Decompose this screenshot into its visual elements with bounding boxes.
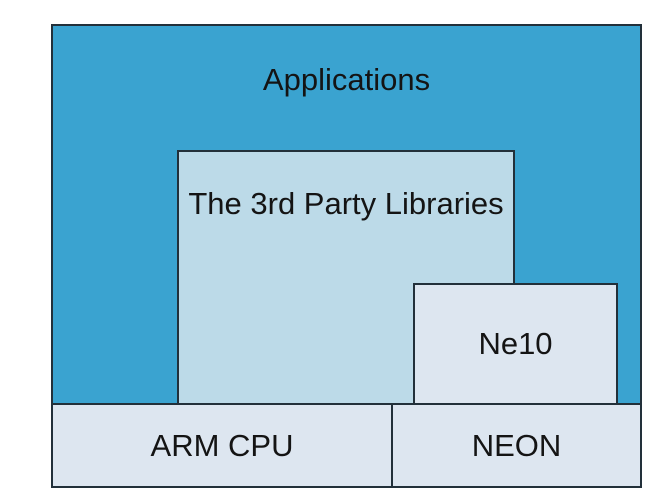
arm-cpu-label: ARM CPU bbox=[150, 427, 294, 463]
third-party-libraries-label: The 3rd Party Libraries bbox=[188, 186, 504, 221]
ne10-label: Ne10 bbox=[478, 326, 553, 362]
arm-cpu-box: ARM CPU bbox=[51, 403, 393, 488]
applications-label: Applications bbox=[262, 62, 431, 97]
neon-box: NEON bbox=[391, 403, 642, 488]
ne10-box: Ne10 bbox=[413, 283, 618, 405]
neon-label: NEON bbox=[471, 427, 562, 463]
